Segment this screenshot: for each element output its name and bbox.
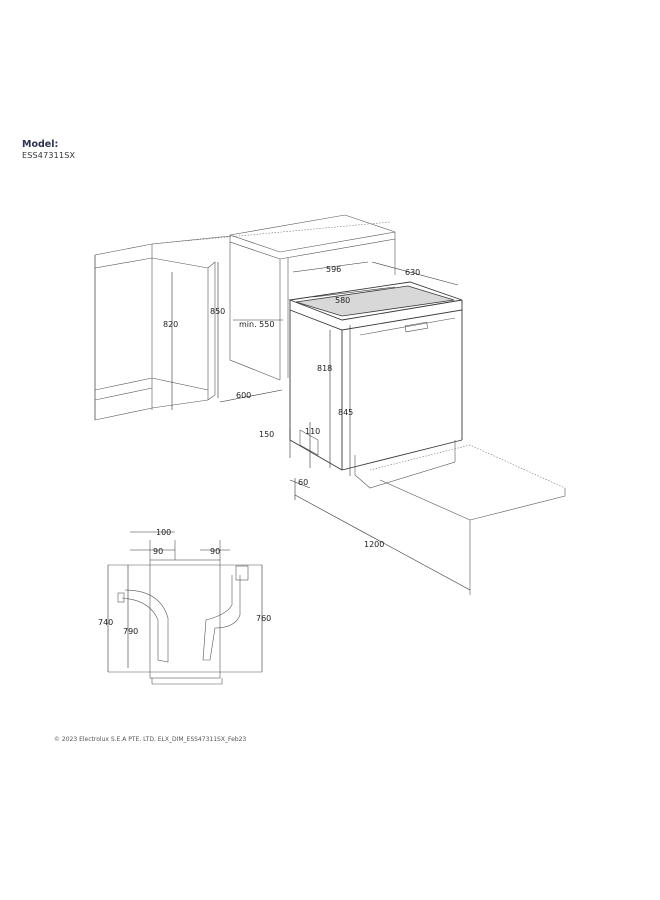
dim-818: 818 <box>317 364 332 373</box>
dim-90-left: 90 <box>153 547 163 556</box>
dishwasher <box>288 281 463 489</box>
dim-596: 596 <box>326 265 341 274</box>
copyright-footer: © 2023 Electrolux S.E.A PTE. LTD. ELX_DI… <box>54 736 247 743</box>
dim-1200: 1200 <box>364 540 384 549</box>
dim-850: 850 <box>210 307 225 316</box>
dim-630: 630 <box>405 268 420 277</box>
dim-845: 845 <box>338 408 353 417</box>
left-cabinet <box>94 221 391 421</box>
dim-600: 600 <box>236 391 251 400</box>
floor-slab <box>369 444 566 595</box>
dim-580: 580 <box>335 296 350 305</box>
dim-100: 100 <box>156 528 171 537</box>
rear-view <box>107 531 263 685</box>
dim-60: 60 <box>298 478 308 487</box>
dim-760: 760 <box>256 614 271 623</box>
dim-150: 150 <box>259 430 274 439</box>
dim-740: 740 <box>98 618 113 627</box>
model-code: ESS47311SX <box>22 151 76 160</box>
dim-790: 790 <box>123 627 138 636</box>
dimension-lines <box>171 261 471 591</box>
dim-90-right: 90 <box>210 547 220 556</box>
dim-110: 110 <box>305 427 320 436</box>
model-label: Model: <box>22 139 59 150</box>
dim-820: 820 <box>163 320 178 329</box>
dim-min550: min. 550 <box>239 320 274 329</box>
dimension-labels: 596 630 580 850 820 min. 550 600 818 845… <box>98 265 420 636</box>
right-cabinet <box>229 214 396 381</box>
